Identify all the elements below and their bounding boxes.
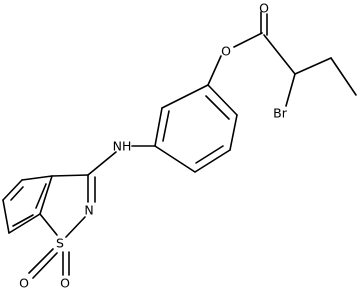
bond-phenyl-4 xyxy=(154,145,196,173)
atom-label-ester-oxygen: O xyxy=(221,44,231,59)
bond-phenyl-3 xyxy=(194,149,231,173)
bond-n-s xyxy=(65,216,86,238)
bond-s-o-left-2 xyxy=(28,248,54,274)
bond-benzo-inner-1 xyxy=(35,183,47,209)
atom-label-sulfonyl-oxygen-left: O xyxy=(19,276,29,291)
bond-nh-c3 xyxy=(87,151,117,176)
bond-ester-o-aryl-c xyxy=(207,55,222,86)
bond-benzo-4 xyxy=(2,199,10,234)
bond-ester-o-carbonyl-c xyxy=(233,32,263,48)
bond-benzo-1 xyxy=(39,175,53,215)
atom-label-ester-carbonyl-oxygen: O xyxy=(259,1,269,16)
bond-s-c7a xyxy=(39,213,58,236)
bond-benzo-inner-3 xyxy=(12,214,34,227)
atom-label-bromine: Br xyxy=(273,106,288,121)
bond-s-o-left-1 xyxy=(32,252,58,279)
bond-phenyl-6 xyxy=(161,84,209,109)
bond-phenyl-inner-1 xyxy=(205,95,230,120)
bond-c3-c3a xyxy=(51,174,89,177)
bonds xyxy=(2,11,357,279)
atom-label-amine: NH xyxy=(113,139,132,154)
bond-phenyl-2 xyxy=(229,114,238,151)
bond-alpha-c-bromine xyxy=(285,73,296,107)
atom-label-sulfur: S xyxy=(56,236,64,251)
atom-labels: O O Br NH N S O O xyxy=(19,1,288,291)
atom-label-sulfonyl-oxygen-right: O xyxy=(60,276,70,291)
bond-benzo-5 xyxy=(8,213,41,234)
bond-phenyl-inner-3 xyxy=(162,110,170,142)
bond-benzo-3 xyxy=(2,179,23,201)
bond-alpha-c-methylene xyxy=(294,57,332,75)
bond-benzo-inner-2 xyxy=(10,186,24,201)
bond-carbonyl-c-alpha-c xyxy=(263,34,296,75)
bond-methylene-methyl xyxy=(330,57,357,96)
bond-phenyl-5 xyxy=(154,107,163,147)
atom-label-ring-nitrogen: N xyxy=(84,203,93,218)
bond-benzo-2 xyxy=(21,175,53,181)
bond-phenyl-1 xyxy=(207,84,238,116)
bond-phenyl-inner-2 xyxy=(195,145,224,164)
